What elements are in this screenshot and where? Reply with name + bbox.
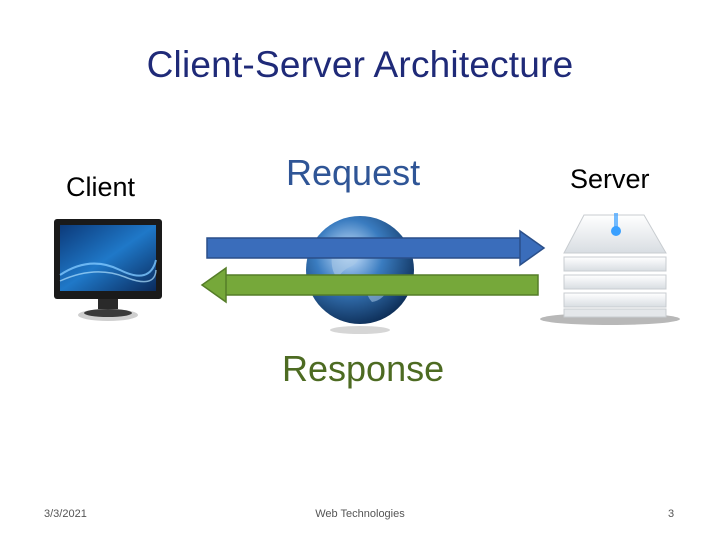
arrow-right-icon: [206, 229, 546, 267]
request-label: Request: [286, 152, 421, 193]
footer-center-text: Web Technologies: [315, 508, 405, 520]
monitor-icon: [54, 219, 162, 321]
client-label: Client: [66, 172, 136, 202]
server-label: Server: [570, 164, 650, 194]
page-number: 3: [668, 508, 675, 520]
footer-date: 3/3/2021: [44, 508, 87, 520]
slide-title: Client-Server Architecture: [146, 44, 574, 85]
arrow-left-icon: [200, 266, 539, 304]
response-label: Response: [282, 348, 445, 389]
server-icon: [540, 213, 680, 325]
